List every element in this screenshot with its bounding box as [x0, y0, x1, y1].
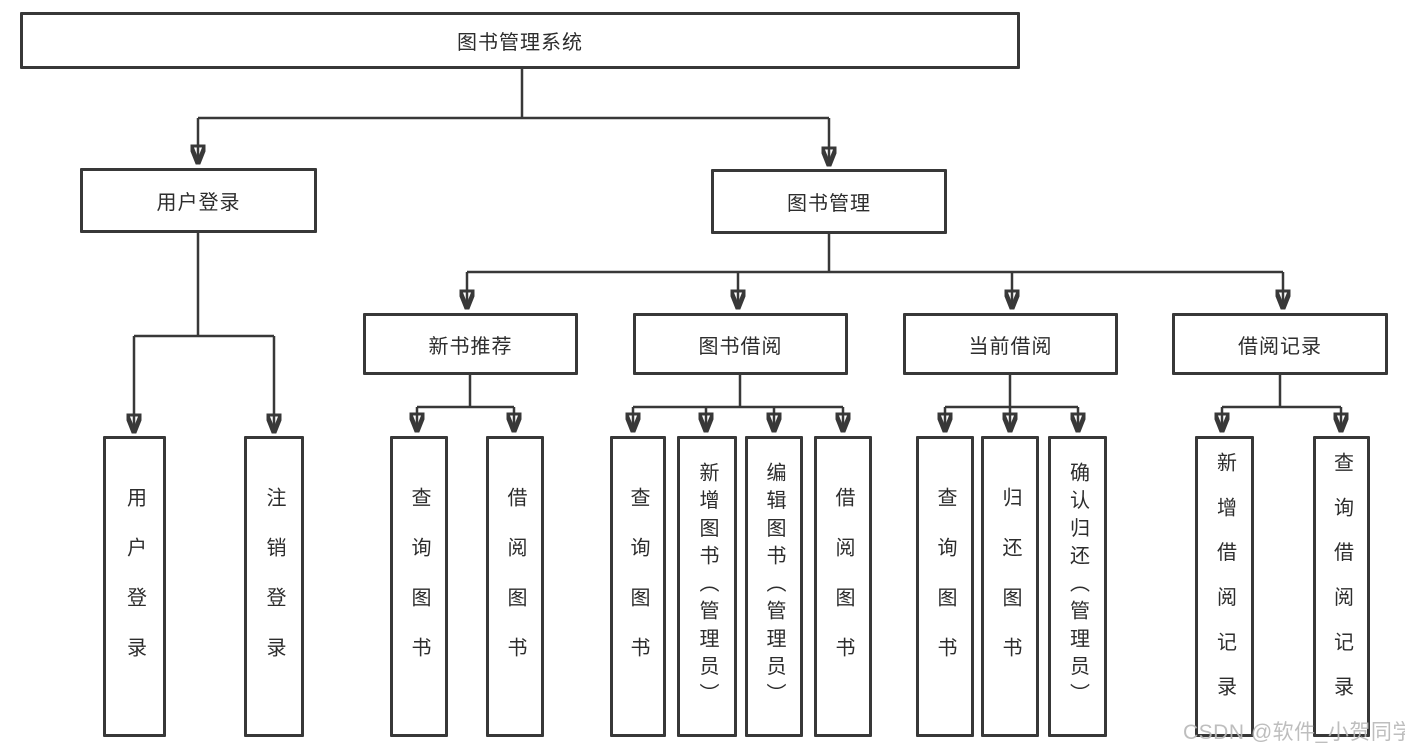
edge-root-to-level2 [198, 69, 829, 164]
edge-book-borrow-children [633, 375, 843, 430]
leaf-return-books-label: 归还图书 [999, 486, 1021, 687]
node-user-login: 用户登录 [80, 168, 317, 233]
leaf-borrow-books-1: 借阅图书 [486, 436, 544, 737]
node-new-book-recommend-label: 新书推荐 [428, 335, 513, 358]
leaf-query-books-3-label: 查询图书 [934, 486, 956, 687]
node-new-book-recommend: 新书推荐 [363, 313, 578, 375]
node-book-borrowing-label: 图书借阅 [698, 335, 783, 358]
leaf-borrow-books-2: 借阅图书 [814, 436, 872, 737]
node-borrowing-records: 借阅记录 [1172, 313, 1388, 375]
leaf-add-books-admin-label: 新增图书（管理员） [696, 462, 718, 711]
leaf-borrow-books-2-label: 借阅图书 [832, 486, 854, 687]
node-book-management: 图书管理 [711, 169, 947, 234]
leaf-confirm-return-admin: 确认归还（管理员） [1048, 436, 1107, 737]
leaf-query-borrow-record-label: 查询借阅记录 [1330, 452, 1353, 721]
leaf-add-borrow-record: 新增借阅记录 [1195, 436, 1254, 737]
csdn-watermark: CSDN @软件_小贺同学 [1183, 721, 1405, 744]
node-root-system: 图书管理系统 [20, 12, 1020, 69]
leaf-query-books-1: 查询图书 [390, 436, 448, 737]
leaf-user-login: 用户登录 [103, 436, 166, 737]
edge-current-borrow-children [945, 375, 1078, 430]
leaf-user-login-label: 用户登录 [123, 486, 146, 687]
leaf-logout: 注销登录 [244, 436, 304, 737]
leaf-query-books-2: 查询图书 [610, 436, 666, 737]
node-root-system-label: 图书管理系统 [457, 32, 583, 54]
node-borrowing-records-label: 借阅记录 [1238, 335, 1322, 358]
leaf-query-books-1-label: 查询图书 [408, 486, 430, 687]
leaf-edit-books-admin: 编辑图书（管理员） [745, 436, 803, 737]
edge-borrow-record-children [1222, 375, 1341, 430]
edge-book-mgmt-children [467, 234, 1283, 307]
edge-new-book-children [417, 375, 514, 430]
node-book-borrowing: 图书借阅 [633, 313, 848, 375]
node-current-borrowing: 当前借阅 [903, 313, 1118, 375]
node-user-login-label: 用户登录 [156, 192, 241, 214]
leaf-query-borrow-record: 查询借阅记录 [1313, 436, 1370, 737]
leaf-add-borrow-record-label: 新增借阅记录 [1213, 452, 1236, 721]
node-book-management-label: 图书管理 [787, 193, 871, 215]
leaf-add-books-admin: 新增图书（管理员） [677, 436, 737, 737]
leaf-return-books: 归还图书 [981, 436, 1039, 737]
node-current-borrowing-label: 当前借阅 [968, 335, 1053, 358]
leaf-confirm-return-admin-label: 确认归还（管理员） [1066, 462, 1089, 711]
leaf-logout-label: 注销登录 [263, 486, 285, 687]
edge-user-login-children [134, 233, 274, 431]
leaf-borrow-books-1-label: 借阅图书 [504, 486, 526, 687]
leaf-query-books-2-label: 查询图书 [627, 486, 649, 687]
leaf-query-books-3: 查询图书 [916, 436, 974, 737]
leaf-edit-books-admin-label: 编辑图书（管理员） [763, 462, 785, 711]
